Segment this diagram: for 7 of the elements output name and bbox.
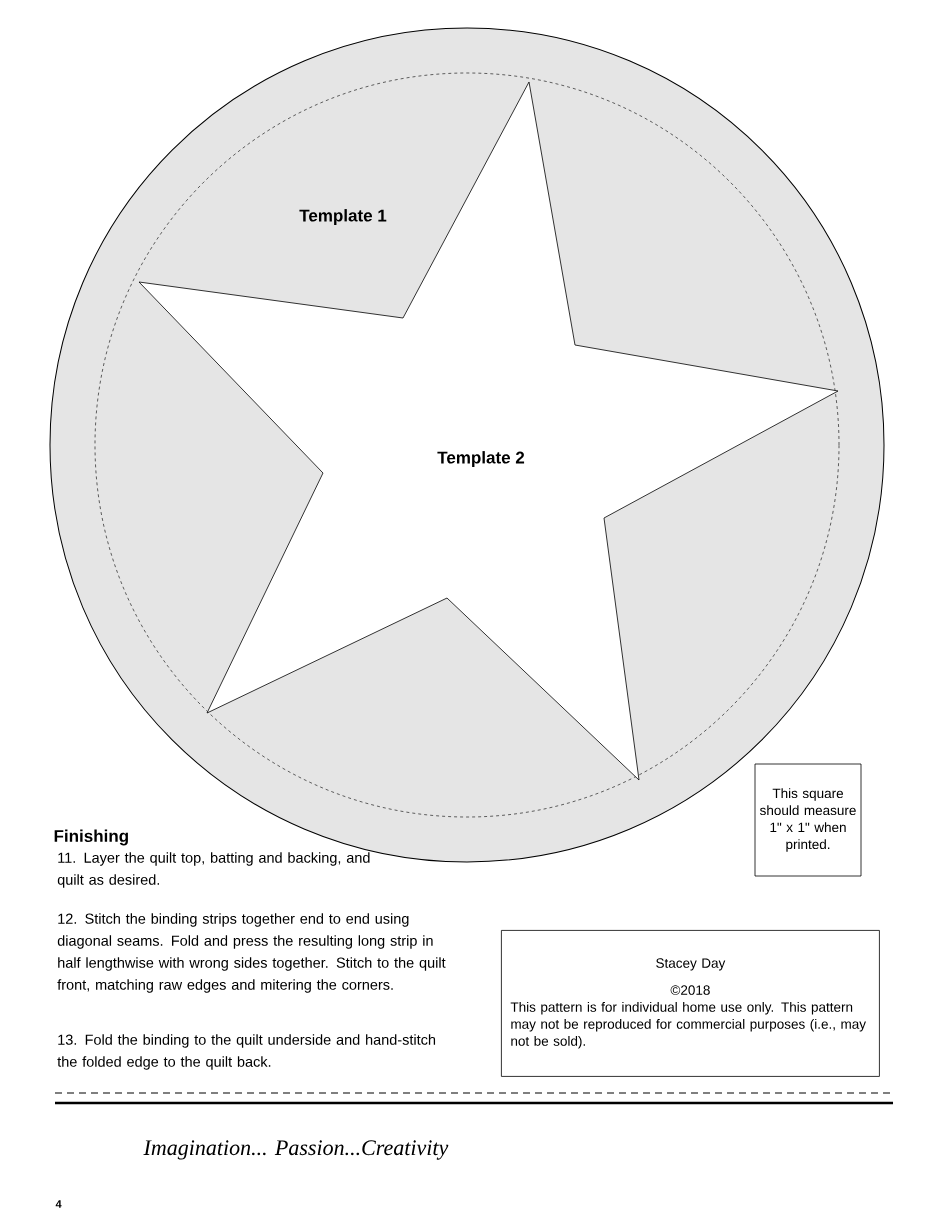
instruction-step: 13. Fold the binding to the quilt underside and hand-stitch the folded edge to the quilt back. bbox=[57, 1034, 436, 1070]
measure-square: This square should measure 1" x 1" when printed. bbox=[754, 763, 862, 877]
instruction-step: 12. Stitch the binding strips together end to end using diagonal seams. Fold and press the resulting long strip in half lengthwise with wrong sides together. Stitch to the quilt front, matching raw edges and mitering the corners. bbox=[57, 913, 446, 993]
page-number: 4 bbox=[55, 1200, 62, 1208]
credit-box: Stacey Day ©2018 This pattern is for individual home use only. This pattern may not be reproduced for commercial purposes (i.e., may not be sold). bbox=[501, 930, 880, 1077]
tagline: Imagination... Passion...Creativity bbox=[143, 1140, 449, 1160]
section-heading: Finishing bbox=[54, 829, 128, 846]
